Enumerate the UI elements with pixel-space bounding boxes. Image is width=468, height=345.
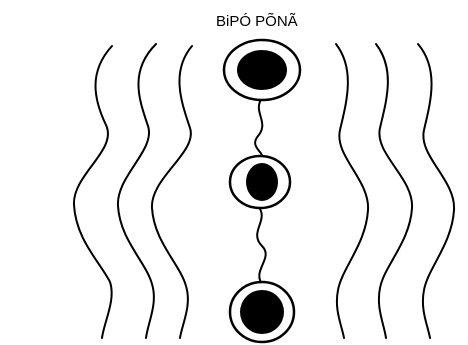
wavy-line-right-outer	[418, 44, 454, 338]
tether-top-middle	[255, 98, 262, 158]
wavy-line-left-outer	[74, 46, 112, 338]
wavy-line-left-middle	[118, 44, 156, 338]
diagram-title: BiPÓ PÕNÃ	[216, 13, 298, 30]
cell-bottom-nucleus	[240, 290, 284, 334]
wavy-line-right-inner	[336, 44, 368, 338]
cell-middle-nucleus	[246, 163, 278, 201]
cell-bottom	[230, 282, 294, 342]
cell-middle	[230, 156, 290, 208]
wavy-line-right-middle	[376, 44, 412, 338]
wavy-line-left-inner	[152, 46, 192, 338]
cell-top	[224, 40, 300, 100]
cell-top-nucleus	[237, 50, 287, 90]
tether-middle-bottom	[257, 206, 266, 284]
